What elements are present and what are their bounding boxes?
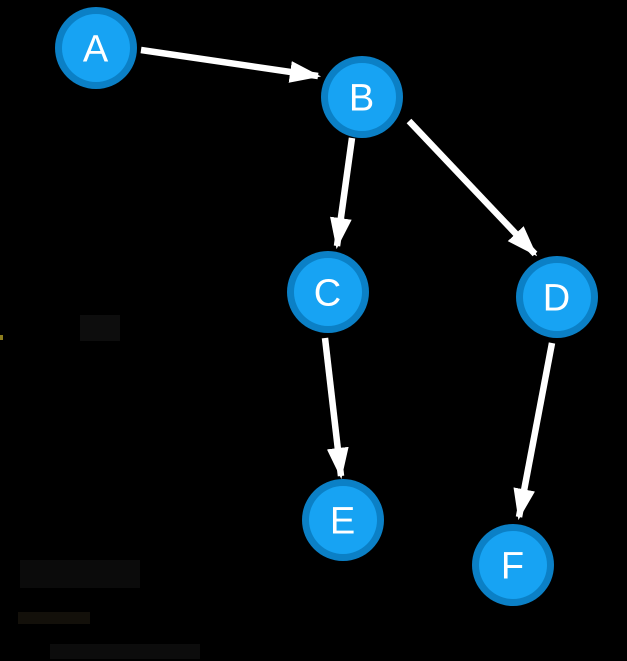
node-C[interactable]: C <box>287 251 369 333</box>
node-D-label: D <box>543 278 571 320</box>
node-D[interactable]: D <box>516 256 598 338</box>
nodes-layer: A B C D E F <box>55 7 598 606</box>
node-B-label: B <box>349 78 375 120</box>
node-F-fill <box>479 531 547 599</box>
node-E-fill <box>309 486 377 554</box>
edge-D-F <box>513 342 556 521</box>
edge-B-C <box>330 137 356 250</box>
node-B[interactable]: B <box>321 56 403 138</box>
node-F-label: F <box>501 546 525 588</box>
node-C-label: C <box>314 273 342 315</box>
node-E-label: E <box>330 501 356 543</box>
edge-A-B <box>140 46 322 83</box>
node-E[interactable]: E <box>302 479 384 561</box>
node-C-fill <box>294 258 362 326</box>
node-D-fill <box>523 263 591 331</box>
edge-C-E <box>321 337 349 480</box>
node-F[interactable]: F <box>472 524 554 606</box>
node-A[interactable]: A <box>55 7 137 89</box>
node-B-fill <box>328 63 396 131</box>
edge-B-D <box>406 118 538 257</box>
node-A-fill <box>62 14 130 82</box>
edges-layer <box>140 46 556 521</box>
node-A-label: A <box>83 29 109 71</box>
